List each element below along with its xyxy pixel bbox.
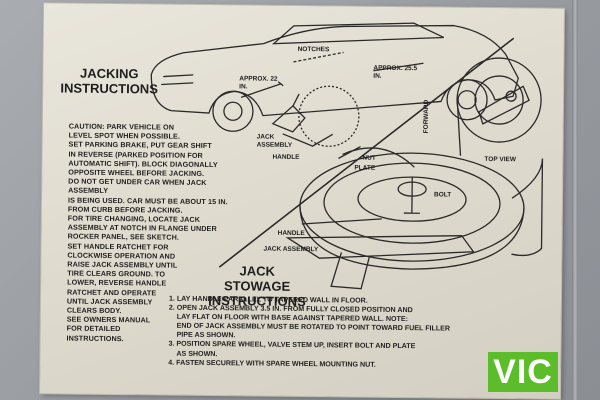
jack-assembly-sketch (271, 93, 334, 147)
car-outline (150, 24, 519, 117)
car-handle-label: HANDLE (272, 153, 300, 161)
nut-label: NUT (362, 154, 376, 162)
stowed-jack-sketch (285, 235, 475, 290)
top-view-label: TOP VIEW (484, 155, 517, 164)
approx-rear-label: APPROX. 25.5 IN. (373, 64, 418, 80)
jacking-title: JACKING INSTRUCTIONS (60, 65, 158, 97)
spare-jack-assembly-label: JACK ASSEMBLY (263, 245, 319, 254)
forward-label: FORWARD (422, 99, 431, 134)
notches-label: NOTCHES (297, 45, 330, 54)
approx-front-label: APPROX. 22 IN. (239, 75, 278, 91)
jacking-decal: JACKING INSTRUCTIONS CAUTION: PARK VEHIC… (39, 3, 565, 399)
bolt-label: BOLT (434, 191, 452, 199)
plate-label: PLATE (354, 164, 376, 172)
spare-handle-label: HANDLE (277, 229, 305, 238)
body-seam (572, 0, 578, 400)
jacking-line: DO NOT GET UNDER CAR WHEN JACK ASSEMBLY (68, 176, 207, 196)
vic-badge: VIC (488, 352, 558, 392)
car-jack-assembly-label: JACK ASSEMBLY (256, 133, 293, 149)
decal-line-art (150, 22, 544, 290)
